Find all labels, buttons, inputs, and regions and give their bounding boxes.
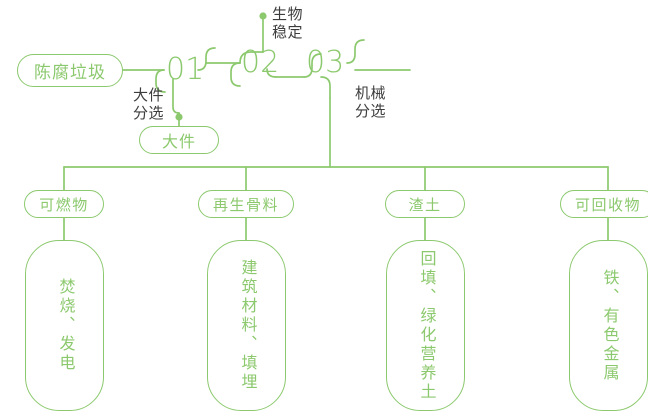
stage-label-01: 大件 分选	[133, 87, 165, 122]
node-bulky-output[interactable]: 大件	[139, 126, 219, 154]
category-pill-soil[interactable]: 渣土	[385, 190, 465, 218]
stage-number-03[interactable]: 03	[306, 45, 345, 80]
outcome-text-recyclable: 铁、有色金属	[600, 268, 618, 383]
outcome-box-combustible[interactable]: 焚烧、发电	[25, 240, 104, 411]
outcome-box-aggregate[interactable]: 建筑材料、填埋	[207, 240, 286, 411]
node-source[interactable]: 陈腐垃圾	[17, 54, 123, 87]
arc-03-down	[320, 76, 331, 99]
outcome-text-aggregate: 建筑材料、填埋	[238, 259, 256, 392]
category-pill-combustible[interactable]: 可燃物	[24, 190, 104, 218]
stage-number-01[interactable]: 01	[166, 52, 205, 87]
outcome-text-soil: 回填、绿化营养土	[417, 249, 435, 402]
stage-label-03: 机械 分选	[355, 85, 387, 120]
arc-02-left	[230, 62, 241, 87]
category-pill-recyclable[interactable]: 可回收物	[560, 190, 648, 218]
stage-label-02: 生物 稳定	[272, 6, 304, 41]
outcome-box-soil[interactable]: 回填、绿化营养土	[386, 240, 465, 411]
category-pill-aggregate[interactable]: 再生骨料	[198, 190, 294, 218]
outcome-text-combustible: 焚烧、发电	[56, 278, 74, 373]
arc-03-right-up	[346, 39, 365, 64]
stage-number-02[interactable]: 02	[241, 45, 280, 80]
dot-bulky	[175, 113, 183, 121]
outcome-box-recyclable[interactable]: 铁、有色金属	[569, 240, 648, 411]
dot-biological-stabilization	[259, 12, 267, 20]
